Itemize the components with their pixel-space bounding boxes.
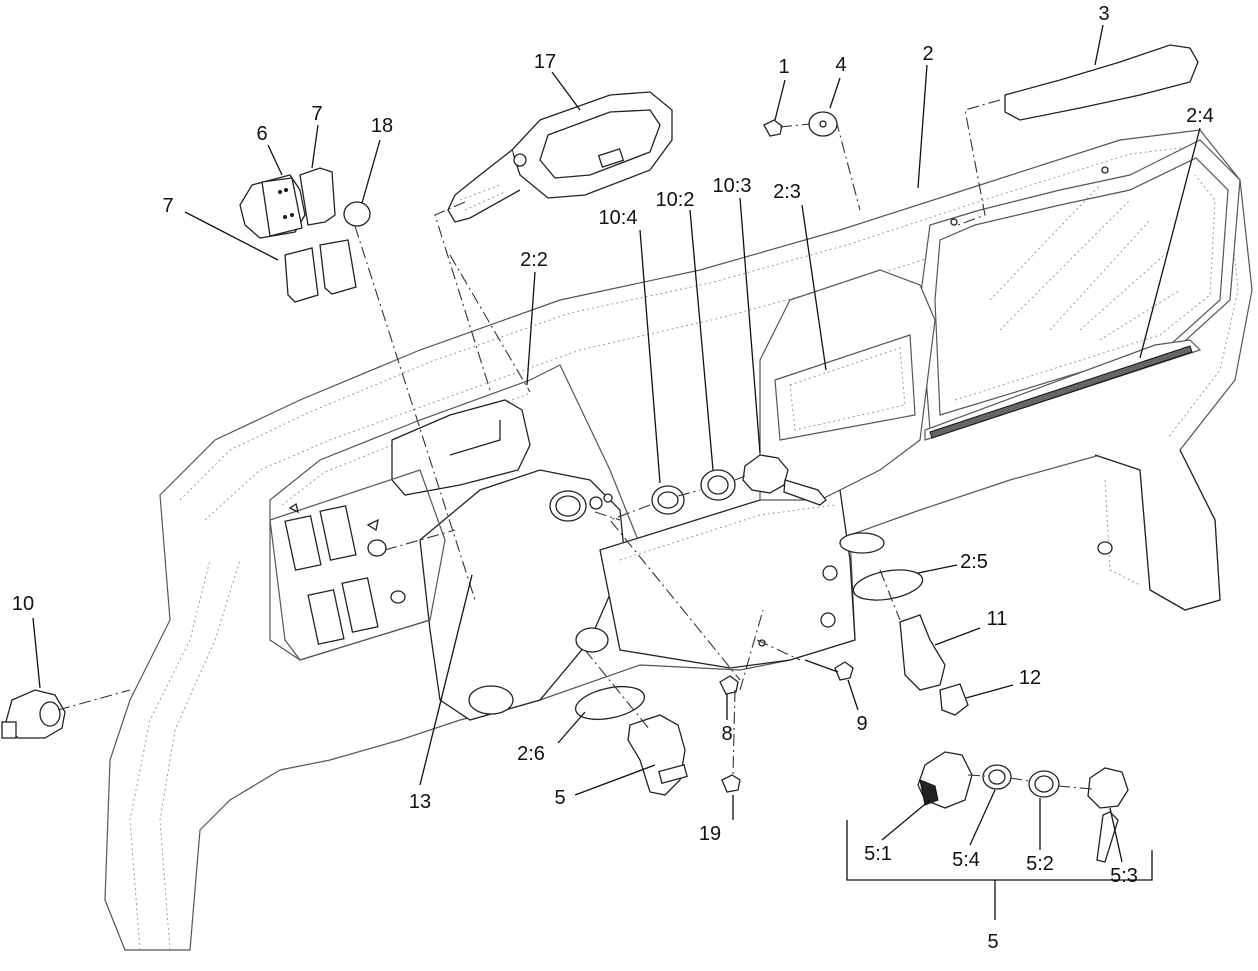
dashboard-panel [104, 129, 1253, 951]
callout-11: 11 [987, 608, 1008, 630]
callout-5-3: 5:3 [1110, 865, 1138, 887]
callout-6: 6 [256, 123, 267, 145]
instrument-cluster-window [391, 399, 531, 496]
callout-2-6: 2:6 [517, 743, 545, 765]
leader-lines [32, 24, 1201, 920]
callout-4: 4 [835, 54, 846, 76]
sensor-assembly [852, 569, 969, 716]
callout-13: 13 [409, 791, 431, 813]
callout-5-1: 5:1 [864, 843, 892, 865]
fasteners [719, 659, 854, 793]
nut-and-washer [763, 111, 838, 137]
callout-10-3: 10:3 [713, 175, 752, 197]
key-switch-left [1, 689, 66, 739]
callout-10: 10 [12, 593, 34, 615]
callout-5-group: 5 [987, 931, 998, 953]
grab-handle [1004, 44, 1199, 121]
callout-8: 8 [721, 723, 732, 745]
ignition-switch [574, 685, 688, 796]
callout-7-top: 7 [311, 103, 322, 125]
callout-2-2: 2:2 [520, 249, 548, 271]
callout-2: 2 [922, 43, 933, 65]
callout-5-2: 5:2 [1026, 853, 1054, 875]
callout-17: 17 [534, 51, 556, 73]
key-switch-components [651, 454, 827, 515]
callout-9: 9 [856, 713, 867, 735]
callout-2-4: 2:4 [1186, 105, 1214, 127]
instrument-gauge [447, 91, 673, 223]
callout-7-left: 7 [162, 195, 173, 217]
callout-2-5: 2:5 [960, 551, 988, 573]
hole-plug [343, 201, 371, 227]
callout-12: 12 [1019, 667, 1041, 689]
callout-1: 1 [778, 56, 789, 78]
callout-19: 19 [699, 823, 721, 845]
callout-2-3: 2:3 [773, 181, 801, 203]
callout-labels: 1 4 2 3 2:4 17 6 7 18 7 2:2 10:4 10:2 10… [12, 3, 1214, 953]
callout-5: 5 [554, 787, 565, 809]
ignition-switch-exploded [917, 751, 1129, 863]
ignition-mount [549, 490, 885, 647]
callout-10-2: 10:2 [656, 189, 695, 211]
callout-3: 3 [1098, 3, 1109, 25]
callout-10-4: 10:4 [599, 207, 638, 229]
callout-18: 18 [371, 115, 393, 137]
rocker-switches [239, 167, 357, 303]
switch-panel-slots [269, 469, 446, 661]
assembly-center-lines [57, 99, 1093, 790]
callout-5-4: 5:4 [952, 849, 980, 871]
